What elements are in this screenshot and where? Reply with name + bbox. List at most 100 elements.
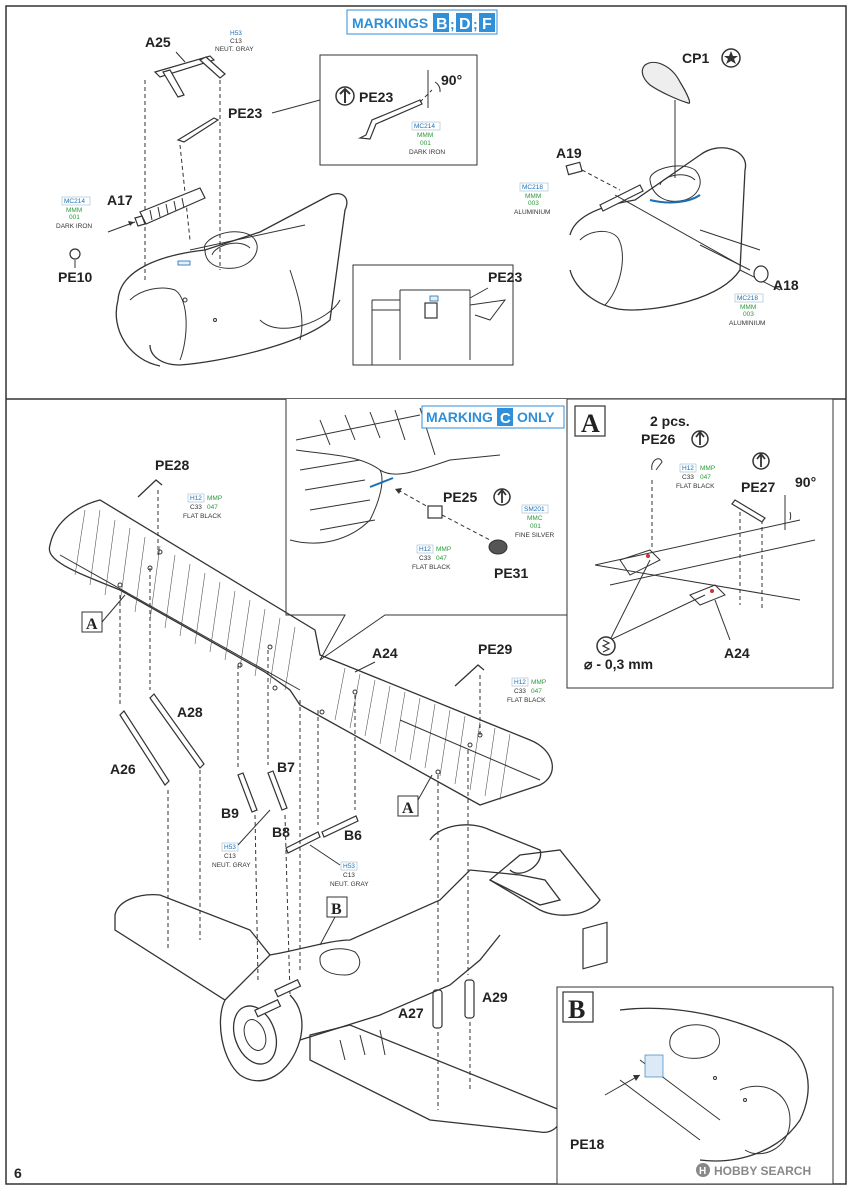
label-a27: A27 [398, 1005, 424, 1021]
marking-c-header: MARKING C ONLY [421, 405, 565, 429]
label-pe23-inset: PE23 [359, 89, 393, 105]
markings-label: MARKINGS [352, 15, 428, 31]
detail-a-title: A [581, 409, 600, 438]
svg-text:MMM: MMM [525, 193, 541, 200]
label-b9: B9 [221, 805, 239, 821]
svg-text:C13: C13 [224, 853, 236, 860]
page-number: 6 [14, 1165, 22, 1181]
svg-text:C: C [500, 410, 511, 427]
svg-text:H12: H12 [682, 465, 694, 472]
label-pe10: PE10 [58, 269, 92, 285]
label-a28: A28 [177, 704, 203, 720]
label-pe26: PE26 [641, 431, 675, 447]
part-a19 [565, 161, 583, 176]
svg-text:H12: H12 [190, 495, 202, 502]
pe23-detail-box [352, 264, 514, 366]
part-cp1 [641, 61, 691, 104]
svg-text:047: 047 [436, 555, 447, 562]
svg-text:DARK IRON: DARK IRON [56, 223, 92, 230]
label-drill: ⌀ - 0,3 mm [584, 656, 653, 672]
svg-text:A: A [86, 616, 98, 633]
label-pe25: PE25 [443, 489, 477, 505]
label-b8: B8 [272, 824, 290, 840]
paint-flat-black-pe29: H12 MMP C33 047 FLAT BLACK [507, 677, 546, 704]
paint-dark-iron-left: MC214 MMM 001 DARK IRON [56, 196, 92, 230]
label-pe18: PE18 [570, 1136, 604, 1152]
paint-fine-silver: SM201 MMC 001 FINE SILVER [515, 504, 555, 539]
svg-text:A: A [402, 800, 414, 817]
marking-c-detail [285, 399, 568, 661]
label-a24-detail: A24 [724, 645, 750, 661]
gun-right [599, 184, 644, 212]
label-a24: A24 [372, 645, 398, 661]
fuselage-drawing-top-left [115, 193, 348, 367]
svg-text:047: 047 [700, 474, 711, 481]
svg-text:H12: H12 [419, 546, 431, 553]
svg-text:001: 001 [530, 523, 541, 530]
svg-text:ONLY: ONLY [517, 409, 555, 425]
svg-text:C33: C33 [419, 555, 431, 562]
svg-text:MMP: MMP [700, 465, 715, 472]
svg-text:MMP: MMP [531, 679, 546, 686]
paint-aluminium-a19: MC218 MMM 003 ALUMINIUM [514, 182, 550, 216]
marking-code-f: F [482, 16, 492, 33]
svg-text:C33: C33 [190, 504, 202, 511]
hobby-search-watermark: H HOBBY SEARCH [696, 1163, 811, 1178]
blue-strip-top-right [649, 194, 701, 204]
paint-flat-black-pe28: H12 MMP C33 047 FLAT BLACK [183, 493, 222, 520]
separator-1: ; [450, 16, 455, 32]
detail-b-title: B [568, 995, 585, 1024]
svg-text:C13: C13 [230, 38, 242, 45]
svg-text:MARKING: MARKING [426, 409, 493, 425]
part-pe10 [69, 248, 81, 260]
label-a25: A25 [145, 34, 171, 50]
svg-text:047: 047 [531, 688, 542, 695]
pe23-inset [319, 54, 478, 166]
label-a29: A29 [482, 989, 508, 1005]
svg-text:FLAT BLACK: FLAT BLACK [183, 513, 222, 520]
svg-text:003: 003 [743, 311, 754, 318]
svg-text:MC218: MC218 [522, 184, 543, 191]
paint-neut-gray-right: H53 C13 NEUT. GRAY [330, 861, 369, 888]
label-pe23: PE23 [228, 105, 262, 121]
svg-text:MMM: MMM [740, 304, 756, 311]
page-frame [5, 5, 847, 1185]
svg-text:MC214: MC214 [414, 123, 435, 130]
svg-text:SM201: SM201 [524, 506, 545, 513]
svg-text:047: 047 [207, 504, 218, 511]
svg-text:MMP: MMP [207, 495, 222, 502]
svg-text:H53: H53 [230, 30, 242, 37]
part-a17 [134, 187, 206, 227]
svg-text:FLAT BLACK: FLAT BLACK [412, 564, 451, 571]
label-a26: A26 [110, 761, 136, 777]
svg-text:C33: C33 [682, 474, 694, 481]
paint-flat-black-detail-a: H12 MMP C33 047 FLAT BLACK [676, 463, 715, 490]
label-2pcs: 2 pcs. [650, 413, 690, 429]
svg-text:MMC: MMC [527, 515, 543, 522]
assembly-guides [119, 568, 471, 1110]
svg-text:H12: H12 [514, 679, 526, 686]
svg-text:003: 003 [528, 200, 539, 207]
upper-wing [48, 499, 553, 806]
svg-text:NEUT. GRAY: NEUT. GRAY [215, 46, 254, 53]
label-pe29: PE29 [478, 641, 512, 657]
svg-text:C13: C13 [343, 872, 355, 879]
paint-aluminium-a18: MC218 MMM 003 ALUMINIUM [729, 293, 765, 327]
svg-text:MC214: MC214 [64, 198, 85, 205]
label-a18: A18 [773, 277, 799, 293]
svg-text:FINE SILVER: FINE SILVER [515, 532, 555, 539]
marking-code-d: D [459, 16, 471, 33]
svg-text:FLAT BLACK: FLAT BLACK [507, 697, 546, 704]
svg-text:DARK IRON: DARK IRON [409, 149, 445, 156]
svg-text:MMP: MMP [436, 546, 451, 553]
watermark-logo-letter: H [699, 1166, 706, 1177]
separator-2: ; [473, 16, 478, 32]
svg-text:ALUMINIUM: ALUMINIUM [729, 320, 765, 327]
label-a17: A17 [107, 192, 133, 208]
marking-code-b: B [436, 16, 448, 33]
label-b6: B6 [344, 827, 362, 843]
part-a25 [153, 55, 226, 98]
markings-bdf-header: MARKINGS B ; D ; F [346, 9, 498, 35]
paint-flat-black-pe25: H12 MMP C33 047 FLAT BLACK [412, 544, 451, 571]
part-a18 [753, 265, 769, 283]
